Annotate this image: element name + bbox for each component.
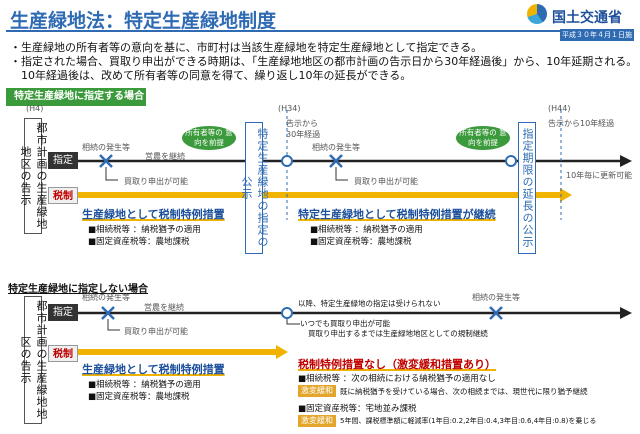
purchase-possible-2: 買取り申出が可能 [354, 177, 418, 186]
purchase-arrow-4 [286, 319, 300, 325]
tag-tax: 税制 [48, 187, 78, 204]
fixed-asset-mitigation-row: 激変緩和 5年間、課税標準額に軽減率(1年目:0.2,2年目:0.4,3年目:0… [298, 415, 596, 427]
section-designated: 特定生産緑地に指定する場合 [6, 88, 146, 106]
bullet-3: 10年経過後は、改めて所有者等の同意を得て、繰り返し10年の延長ができる。 [10, 69, 412, 82]
inheritance-mitigation-text: 既に納税猶予を受けている場合、次の相続までは、現世代に限り猶予継続 [340, 386, 588, 396]
notice-30yr: 告示から 30年経過 [286, 119, 321, 139]
renew-every-10yr: 10年毎に更新可能 [566, 171, 633, 180]
tax-band-arrowhead-2 [276, 345, 288, 359]
consent-bubble-1: 所有者等の 意向を前提 [182, 126, 236, 150]
tag-designation: 指定 [48, 152, 78, 169]
tax-item-fixed-asset-3: ■固定資産税等：農地課税 [88, 392, 190, 402]
mitigation-badge-2: 激変緩和 [298, 415, 336, 427]
tax-item-inheritance: ■相続税等 ：納税猶予の適用 [88, 225, 201, 235]
continue-farming: 営農を継続 [145, 152, 185, 161]
h34-marker-2 [281, 307, 293, 319]
inheritance-x3-b [101, 306, 115, 320]
bullet-2: ・指定された場合、買取り申出ができる時期は、「生産緑地地区の都市計画の告示日から… [10, 55, 638, 68]
purchase-arrow-1 [105, 167, 118, 181]
notice-10yr: 告示から10年経過 [548, 119, 615, 128]
h44-marker [505, 155, 517, 167]
side-label-designated: 都市計画の生産緑地地区の告示 [19, 118, 48, 234]
no-special-inheritance: ■相続税等 ：次の相続における納税猶予の適用なし [298, 374, 496, 384]
ministry-logo-icon [527, 4, 547, 24]
mitigation-badge-1: 激変緩和 [298, 385, 336, 397]
purchase-arrow-3 [107, 319, 120, 331]
purchase-possible-1: 買取り申出が可能 [124, 177, 188, 186]
no-special-heading: 税制特例措置なし（激変緩和措置あり） [298, 358, 496, 371]
fixed-asset-mitigation-text: 5年間、課税標準額に軽減率(1年目:0.2,2年目:0.4,3年目:0.6,4年… [340, 417, 597, 425]
page-title: 生産緑地法：特定生産緑地制度 [10, 10, 277, 32]
title-rule [6, 30, 634, 32]
inheritance-mitigation-row: 激変緩和 既に納税猶予を受けている場合、次の相続までは、現世代に限り猶予継続 [298, 385, 588, 397]
tag-tax-2: 税制 [48, 345, 78, 362]
tax-heading-3: 生産緑地として税制特例措置 [82, 363, 225, 376]
inheritance-x1-b [99, 154, 113, 168]
bullet-1: ・生産緑地の所有者等の意向を基に、市町村は当該生産緑地を特定生産緑地として指定で… [10, 41, 483, 54]
no-special-fixed-asset: ■固定資産税等：宅地並み課税 [298, 404, 417, 414]
section-not-designated: 特定生産緑地に指定しない場合 [8, 284, 148, 295]
consent-bubble-2: 所有者等の 意向を前提 [456, 126, 510, 150]
purchase-possible-3: 買取り申出が可能 [124, 327, 188, 336]
timeline-arrowhead [620, 155, 632, 167]
label-h34: (H34) [278, 104, 301, 113]
tag-designation-2: 指定 [48, 304, 78, 321]
tax-item-fixed-asset: ■固定資産税等：農地課税 [88, 237, 190, 247]
tax-item-fixed-asset-2: ■固定資産税等：農地課税 [310, 237, 412, 247]
inheritance-3: 相続の発生等 [82, 293, 130, 302]
ministry-name: 国土交通省 [552, 10, 622, 26]
timeline-arrowhead-2 [620, 307, 632, 319]
effective-date-badge: 平成３０年４月１日施行 [560, 29, 634, 51]
tax-band-arrowhead [560, 188, 572, 202]
anytime-purchase: いつでも買取り申出が可能 [300, 319, 390, 328]
regulation-continues: 買取り申出するまでは生産緑地地区としての規制継続 [308, 329, 488, 338]
no-more-designation: 以降、特定生産緑地の指定は受けられない [298, 299, 441, 308]
inheritance-1: 相続の発生等 [82, 143, 130, 152]
purchase-arrow-2 [335, 167, 348, 181]
continue-farming-2: 営農を継続 [144, 303, 184, 312]
tax-heading-2: 特定生産緑地として税制特例措置が継続 [298, 208, 496, 221]
designation-notice-box: 特定生産緑地の指定の公示 [240, 122, 269, 254]
inheritance-x4-b [489, 306, 503, 320]
not-designated-timeline [78, 306, 632, 359]
h34-marker [281, 155, 293, 167]
label-h4: (H4) [26, 104, 44, 113]
tax-item-inheritance-2: ■相続税等 ：納税猶予の適用 [310, 225, 423, 235]
inheritance-2: 相続の発生等 [312, 143, 360, 152]
label-h44: (H44) [548, 104, 571, 113]
tax-item-inheritance-3: ■相続税等 ：納税猶予の適用 [88, 380, 201, 390]
inheritance-4: 相続の発生等 [472, 293, 520, 302]
extension-notice-box: 指定期限の延長の公示 [518, 122, 536, 254]
tax-heading-1: 生産緑地として税制特例措置 [82, 208, 225, 221]
inheritance-x2-b [329, 154, 343, 168]
